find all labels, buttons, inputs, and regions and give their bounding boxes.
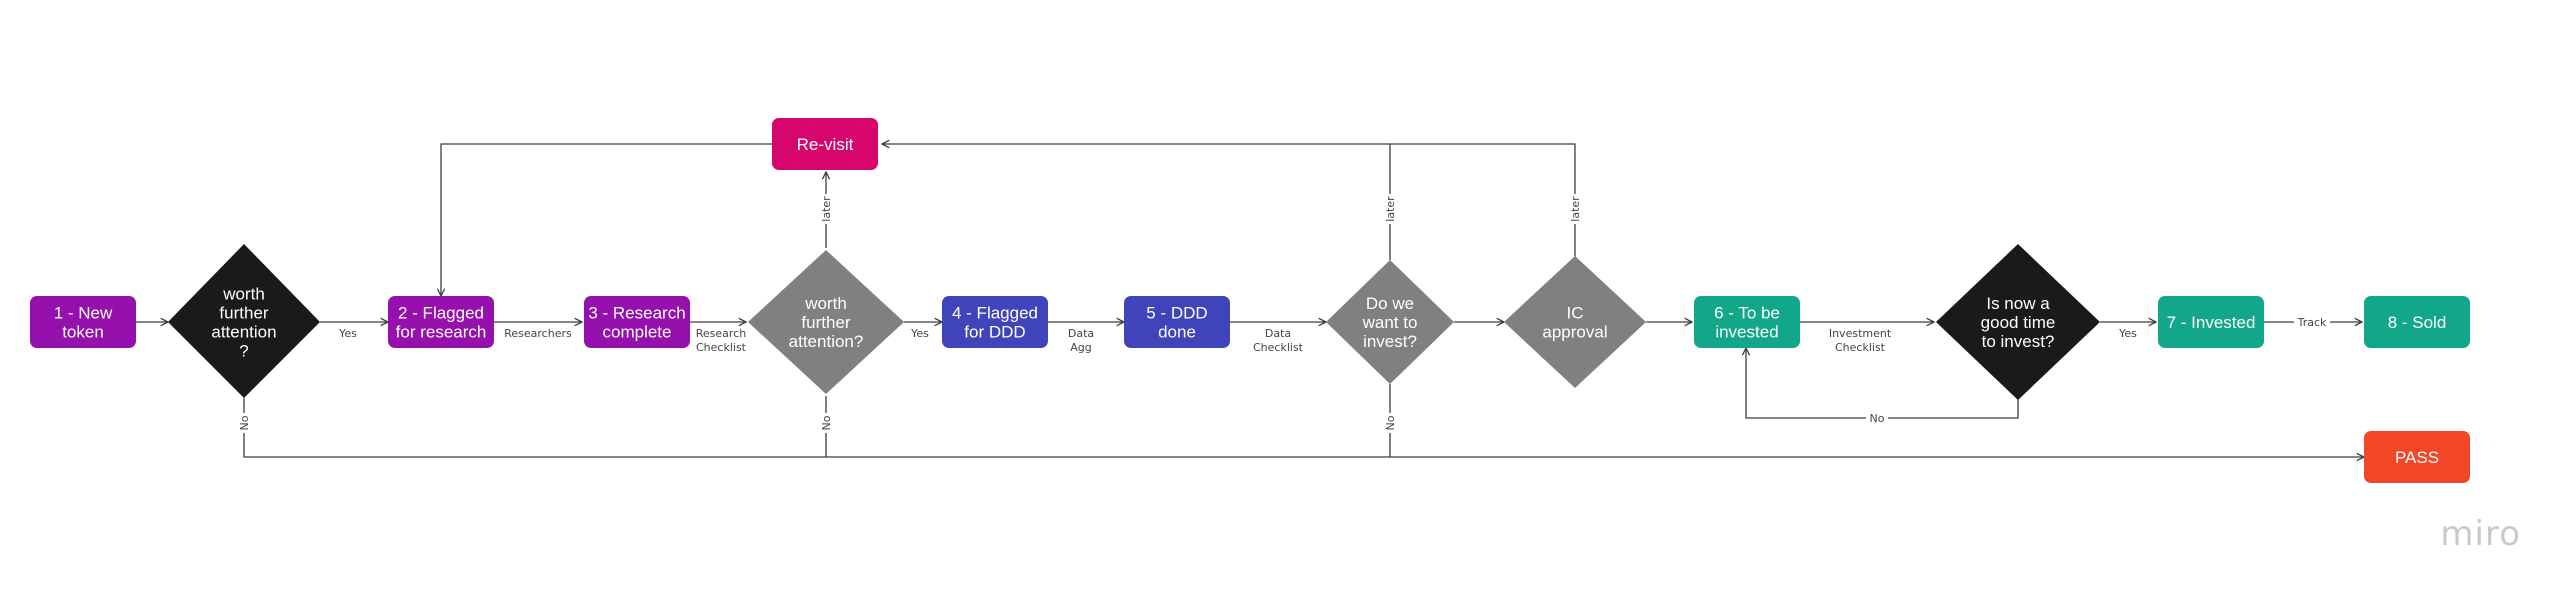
node-revisit-label: Re-visit (797, 135, 854, 154)
label-yes-2: Yes (910, 327, 929, 340)
edge-d3-later-to-revisit (882, 144, 1391, 260)
edge-d1-no-to-pass (243, 398, 2364, 457)
node-invested-label: 7 - Invested (2167, 313, 2256, 332)
decision-ic-approval-shape (1504, 256, 1646, 388)
label-no-3: No (1384, 415, 1397, 430)
node-flagged-ddd-shape (942, 296, 1048, 348)
node-sold[interactable]: 8 - Sold (2364, 296, 2470, 348)
node-sold-label: 8 - Sold (2388, 313, 2447, 332)
label-no-1: No (238, 415, 251, 430)
node-ddd-done-shape (1124, 296, 1230, 348)
node-pass-shape (2364, 431, 2470, 483)
label-no-2: No (820, 415, 833, 430)
node-new-token-shape (30, 296, 136, 348)
decision-worth-attention-2-shape (748, 250, 904, 394)
node-revisit[interactable]: Re-visit (772, 118, 878, 170)
label-track: Track (2297, 316, 2327, 329)
node-to-be-invested-shape (1694, 296, 1800, 348)
decision-worth-attention-1-shape (168, 244, 320, 398)
label-later-2: later (1384, 196, 1397, 222)
node-sold-shape (2364, 296, 2470, 348)
label-yes-3: Yes (2118, 327, 2137, 340)
node-pass[interactable]: PASS (2364, 431, 2470, 483)
node-revisit-shape (772, 118, 878, 170)
edge-ic-later-to-revisit (1390, 143, 1576, 258)
decision-good-time-shape (1936, 244, 2100, 400)
label-researchers: Researchers (504, 327, 572, 340)
label-later-3: later (1569, 196, 1582, 222)
edge-revisit-to-flagged (441, 143, 772, 296)
label-no-loop: No (1870, 412, 1885, 425)
decision-want-invest-shape (1326, 260, 1454, 384)
node-research-complete-shape (584, 296, 690, 348)
node-flagged-research-shape (388, 296, 494, 348)
label-yes-1: Yes (338, 327, 357, 340)
miro-watermark: miro (2440, 514, 2521, 554)
node-invested-shape (2158, 296, 2264, 348)
node-invested[interactable]: 7 - Invested (2158, 296, 2264, 348)
label-later-1: later (820, 196, 833, 222)
node-pass-label: PASS (2395, 448, 2439, 467)
